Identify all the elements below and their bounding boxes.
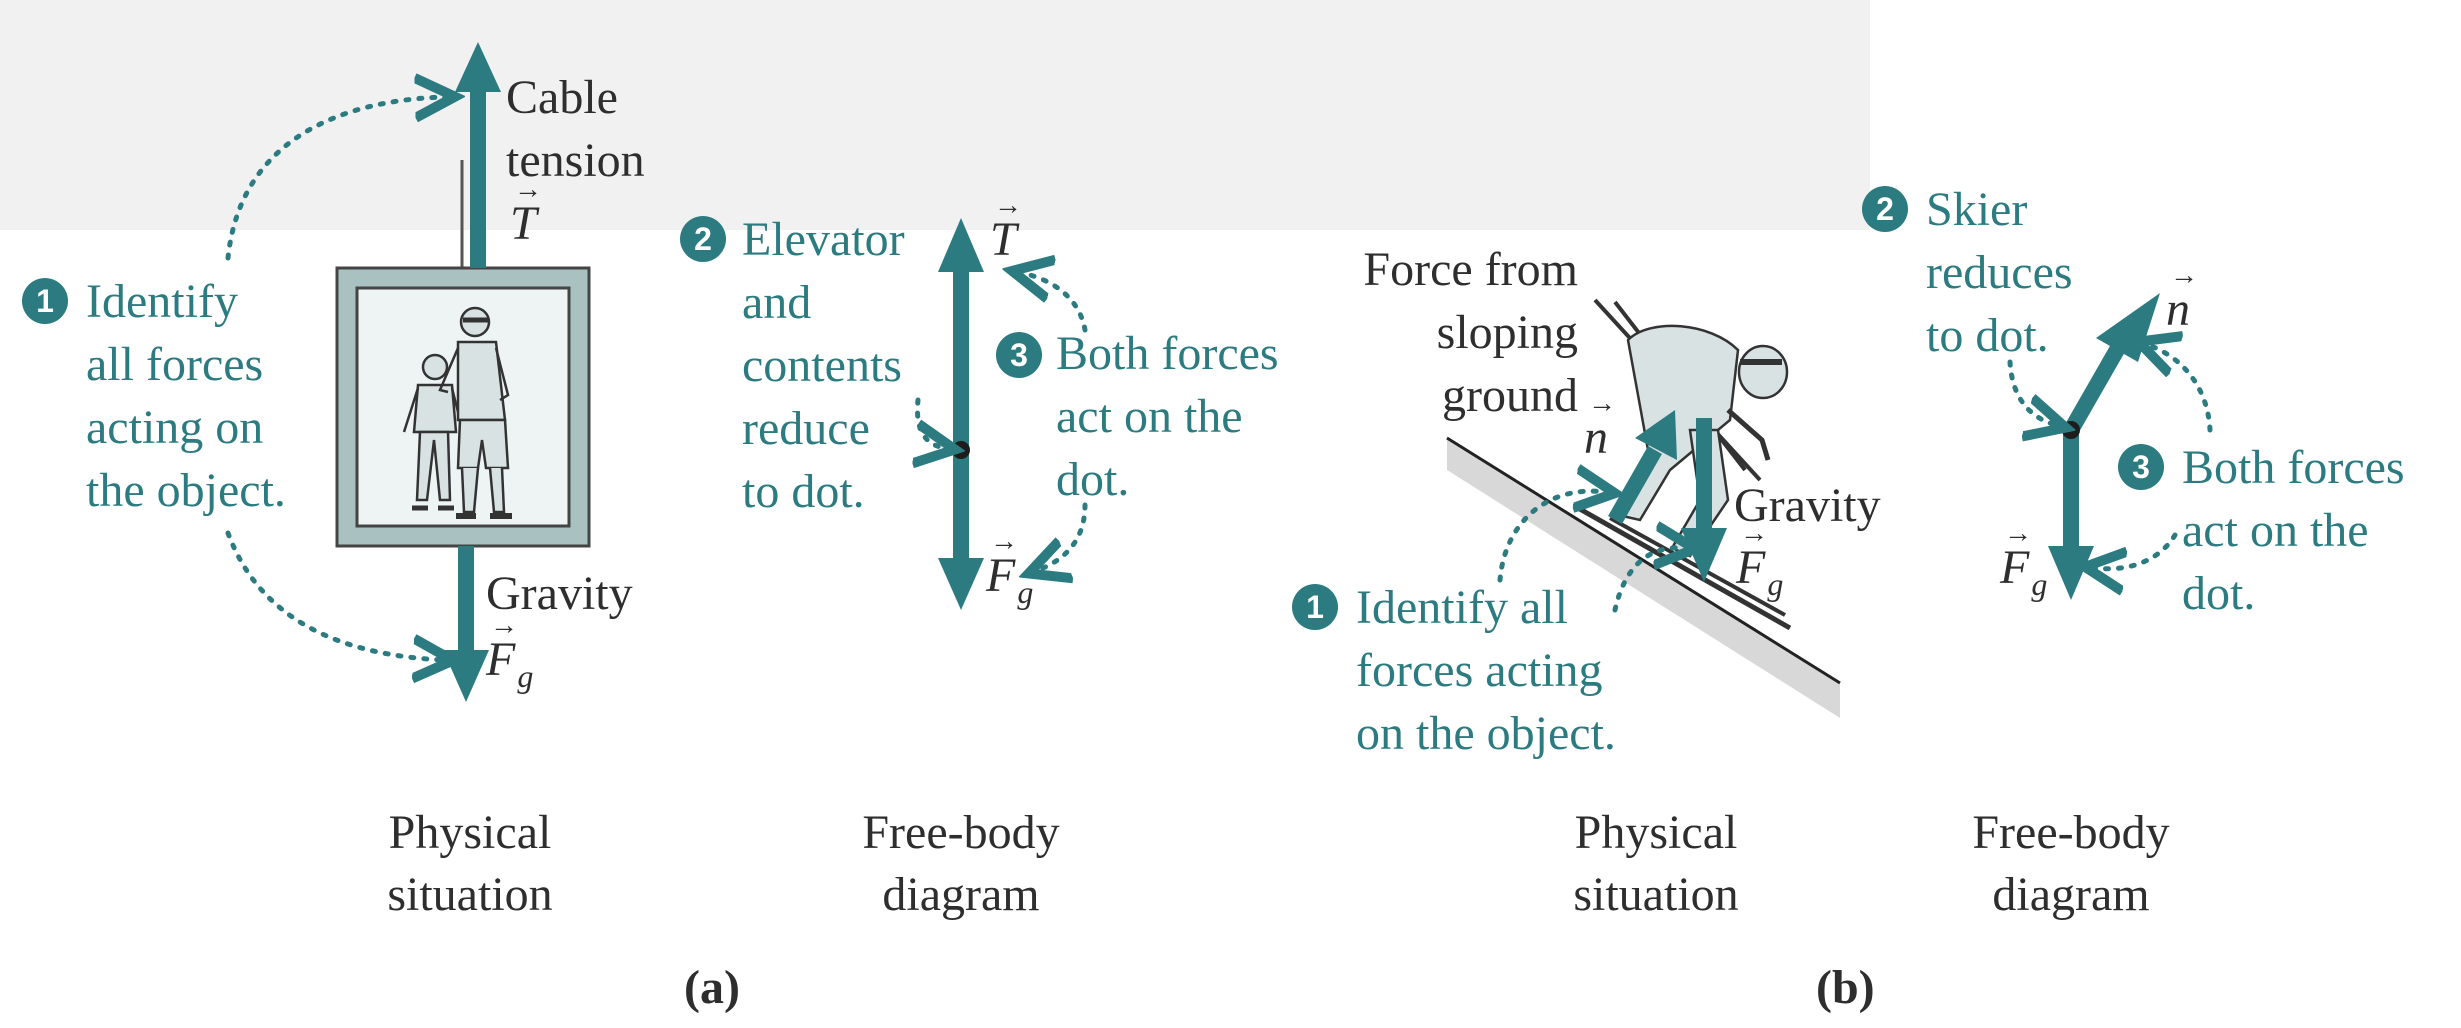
- caption-a-physical: Physical situation: [387, 806, 553, 921]
- callout-arrow-step1-b-left: [1497, 491, 1605, 583]
- step1-text-a: Identify all forces acting on the object…: [86, 275, 286, 517]
- step2-badge-a: 2: [680, 216, 726, 262]
- woman-figure-icon: [402, 353, 464, 511]
- man-figure-icon: [438, 306, 512, 519]
- step3-badge-a: 3: [996, 332, 1042, 378]
- callout-arrow-step3-b-down: [2095, 532, 2178, 569]
- arrow-head-icon: [938, 218, 984, 272]
- arrow-head-icon: [2096, 293, 2160, 362]
- elevator-illustration: [335, 160, 591, 548]
- gravity-label-a: Gravity: [486, 567, 633, 620]
- fbd-b-arrows: [2048, 293, 2160, 600]
- callout-arrow-step1-b-right: [1612, 548, 1685, 613]
- arrow-head-icon: [1635, 410, 1677, 460]
- step2-badge-b: 2: [1862, 186, 1908, 232]
- callout-arrow-step3-a-up: [1022, 273, 1088, 333]
- caption-b-fbd: Free-body diagram: [1972, 806, 2170, 921]
- slope-illustration: [1446, 436, 1841, 718]
- callout-arrow-step3-a-down: [1038, 502, 1088, 570]
- callout-arrow-step2-a: [917, 397, 945, 448]
- callout-arrow-step3-b-up: [2148, 345, 2213, 433]
- gravity-label-b: Gravity: [1734, 479, 1881, 532]
- step3-text-a: Both forces act on the dot.: [1056, 327, 1279, 506]
- step3-badge-b: 3: [2118, 444, 2164, 490]
- tension-symbol-fbd: →T: [990, 190, 1022, 266]
- tension-label: Cable tension: [506, 71, 645, 187]
- arrow-head-icon: [938, 558, 984, 610]
- gravity-arrow-physical: [443, 546, 489, 702]
- callout-arrow-step1-down: [225, 530, 443, 660]
- step1-badge-a: 1: [22, 278, 68, 324]
- gravity-symbol-physical-a: →Fg: [486, 610, 534, 694]
- step2-text-b: Skier reduces to dot.: [1926, 183, 2073, 362]
- normal-symbol-physical: →n: [1584, 388, 1616, 464]
- arrow-head-icon: [443, 650, 489, 702]
- header-band: [0, 0, 1870, 230]
- step3-text-b: Both forces act on the dot.: [2182, 441, 2405, 620]
- panel-label-a: (a): [684, 961, 740, 1014]
- panel-label-b: (b): [1816, 961, 1875, 1014]
- normal-symbol-fbd: →n: [2166, 260, 2198, 336]
- point-mass-dot: [952, 441, 970, 459]
- callout-arrow-step2-b: [2007, 359, 2056, 425]
- callout-arrow-step1-up: [225, 97, 445, 261]
- caption-a-fbd: Free-body diagram: [862, 806, 1060, 921]
- step1-badge-b: 1: [1292, 584, 1338, 630]
- arrow-head-icon: [2048, 546, 2094, 600]
- gravity-symbol-physical-b: →Fg: [1736, 518, 1784, 602]
- normal-force-label: Force from sloping ground: [1363, 243, 1578, 422]
- step2-text-a: Elevator and contents reduce to dot.: [742, 213, 905, 518]
- arrow-head-icon: [455, 42, 501, 92]
- caption-b-physical: Physical situation: [1573, 806, 1739, 921]
- tension-arrow-physical: [455, 42, 501, 268]
- fbd-a-arrows: [938, 218, 984, 610]
- tension-symbol-physical: →T: [510, 174, 542, 250]
- gravity-symbol-fbd-b: →Fg: [2000, 518, 2048, 602]
- point-mass-dot: [2062, 421, 2080, 439]
- step1-text-b: Identify all forces acting on the object…: [1356, 581, 1616, 760]
- gravity-symbol-fbd-a: →Fg: [986, 526, 1034, 610]
